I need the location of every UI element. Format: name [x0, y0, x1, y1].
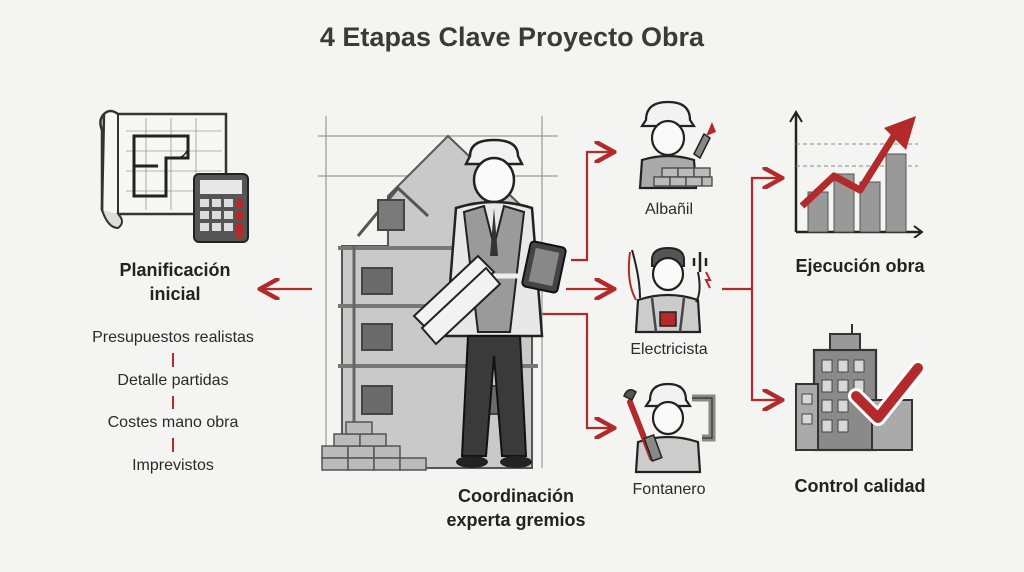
stage-coordination-label: Coordinación experta gremios — [406, 484, 626, 532]
stage-quality-label: Control calidad — [794, 476, 926, 496]
stage-planning-line2: inicial — [149, 284, 201, 304]
arrow-to-quality — [750, 289, 780, 400]
blueprint-calculator-icon — [99, 109, 249, 243]
building-check-icon — [795, 324, 924, 452]
mason-icon — [638, 100, 716, 190]
electrician-icon — [627, 246, 712, 334]
arrow-to-execution — [750, 178, 780, 289]
stage-execution-label: Ejecución obra — [795, 256, 925, 276]
trade-fontanero-label: Fontanero — [632, 481, 706, 498]
growth-chart-icon — [789, 110, 924, 238]
page-title: 4 Etapas Clave Proyecto Obra — [319, 22, 705, 52]
plumber-icon — [623, 382, 716, 474]
arrow-to-fontanero — [540, 312, 612, 428]
trade-electricista-label: Electricista — [630, 341, 708, 358]
planning-item-budgets: Presupuestos realistas — [92, 329, 254, 346]
planning-item-details: Detalle partidas — [117, 372, 229, 389]
stage-coordination-line1: Coordinación — [458, 486, 574, 506]
trade-albanil-label: Albañil — [644, 201, 694, 218]
stage-planning-line1: Planificación — [119, 260, 231, 280]
stage-planning-label: Planificación inicial — [70, 258, 280, 306]
arrow-to-albanil — [571, 152, 612, 262]
stage-coordination-line2: experta gremios — [446, 510, 586, 530]
planning-item-contingencies: Imprevistos — [132, 457, 214, 474]
planning-item-labor-costs: Costes mano obra — [107, 414, 239, 431]
building-worker-icon — [318, 116, 567, 471]
